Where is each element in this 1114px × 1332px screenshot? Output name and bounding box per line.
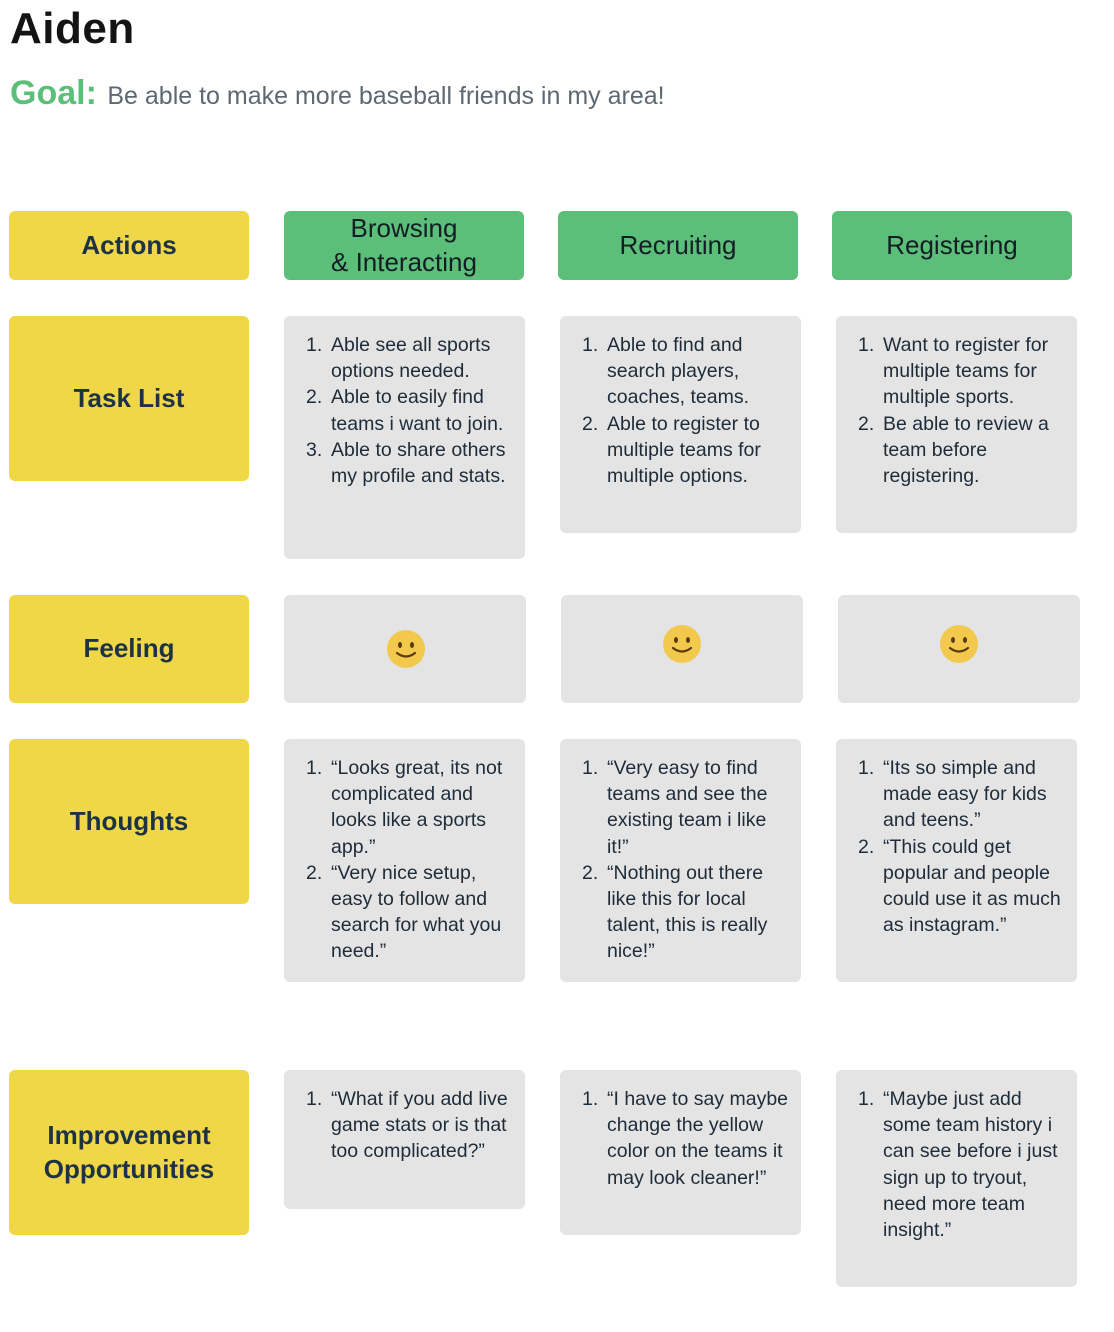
- list-item: Able to share others my profile and stat…: [306, 437, 506, 488]
- list-item: “I have to say maybe change the yellow c…: [582, 1086, 789, 1189]
- list-item: “Maybe just add some team history i can …: [858, 1086, 1058, 1242]
- list-item: Able see all sports options needed.: [306, 332, 491, 383]
- smiley-face-icon: [663, 625, 701, 663]
- thoughts-list: “Its so simple and made easy for kids an…: [858, 755, 1067, 938]
- improvement-list: “What if you add live game stats or is t…: [306, 1086, 515, 1165]
- list-item: “Very nice setup, easy to follow and sea…: [306, 860, 502, 963]
- smiley-face-icon: [387, 630, 425, 668]
- row-header-actions: Actions: [9, 211, 249, 280]
- list-item: “Looks great, its not complicated and lo…: [306, 755, 503, 858]
- list-item: Able to find and search players, coaches…: [582, 332, 749, 409]
- stage-header-recruiting: Recruiting: [558, 211, 798, 280]
- smiley-face-icon: [940, 625, 978, 663]
- tasks-card-registering: Want to register for multiple teams for …: [836, 316, 1077, 533]
- tasks-card-browsing: Able see all sports options needed. Able…: [284, 316, 525, 559]
- list-item: Be able to review a team before register…: [858, 411, 1049, 488]
- tasks-list: Able to find and search players, coaches…: [582, 332, 791, 489]
- stage-header-registering: Registering: [832, 211, 1072, 280]
- list-item: “What if you add live game stats or is t…: [306, 1086, 508, 1163]
- tasks-card-recruiting: Able to find and search players, coaches…: [560, 316, 801, 533]
- list-item: “Nothing out there like this for local t…: [582, 860, 768, 963]
- list-item: “Its so simple and made easy for kids an…: [858, 755, 1047, 832]
- feeling-card-registering: [838, 595, 1080, 703]
- list-item: Able to register to multiple teams for m…: [582, 411, 761, 488]
- feeling-card-browsing: [284, 595, 526, 703]
- row-header-feeling: Feeling: [9, 595, 249, 703]
- thoughts-card-registering: “Its so simple and made easy for kids an…: [836, 739, 1077, 982]
- list-item: Want to register for multiple teams for …: [858, 332, 1049, 409]
- stage-header-browsing-line2: & Interacting: [331, 246, 477, 277]
- list-item: “Very easy to find teams and see the exi…: [582, 755, 768, 858]
- tasks-list: Able see all sports options needed. Able…: [306, 332, 515, 489]
- improvement-list: “I have to say maybe change the yellow c…: [582, 1086, 791, 1191]
- persona-name: Aiden: [10, 4, 135, 53]
- stage-header-browsing: Browsing & Interacting: [284, 211, 524, 280]
- stage-header-browsing-line1: Browsing: [350, 212, 458, 243]
- tasks-list: Want to register for multiple teams for …: [858, 332, 1067, 489]
- row-header-improvement-line2: Opportunities: [43, 1153, 215, 1184]
- feeling-card-recruiting: [561, 595, 803, 703]
- row-header-task-list: Task List: [9, 316, 249, 481]
- improvement-list: “Maybe just add some team history i can …: [858, 1086, 1067, 1243]
- row-header-thoughts: Thoughts: [9, 739, 249, 904]
- goal-label: Goal:: [10, 74, 97, 112]
- list-item: “This could get popular and people could…: [858, 834, 1061, 937]
- improvement-card-registering: “Maybe just add some team history i can …: [836, 1070, 1077, 1287]
- thoughts-card-recruiting: “Very easy to find teams and see the exi…: [560, 739, 801, 982]
- list-item: Able to easily find teams i want to join…: [306, 384, 504, 435]
- improvement-card-recruiting: “I have to say maybe change the yellow c…: [560, 1070, 801, 1235]
- goal-statement: Goal: Be able to make more baseball frie…: [10, 74, 665, 113]
- goal-text: Be able to make more baseball friends in…: [107, 82, 665, 110]
- row-header-improvement-opportunities: Improvement Opportunities: [9, 1070, 249, 1235]
- thoughts-list: “Very easy to find teams and see the exi…: [582, 755, 791, 965]
- row-header-improvement-line1: Improvement: [47, 1119, 211, 1150]
- thoughts-list: “Looks great, its not complicated and lo…: [306, 755, 515, 965]
- thoughts-card-browsing: “Looks great, its not complicated and lo…: [284, 739, 525, 982]
- improvement-card-browsing: “What if you add live game stats or is t…: [284, 1070, 525, 1209]
